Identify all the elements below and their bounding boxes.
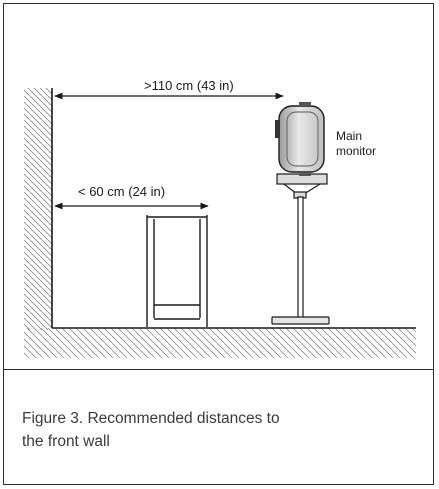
main-monitor-speaker	[275, 102, 325, 176]
caption-line-2: the front wall	[22, 433, 110, 450]
far-distance-label: >110 cm (43 in)	[144, 78, 234, 93]
speaker-stand	[271, 173, 330, 325]
caption-divider	[3, 369, 434, 370]
monitor-label-line1: Main	[336, 129, 362, 143]
monitor-label-line2: monitor	[336, 144, 376, 158]
figure-caption: Figure 3. Recommended distances to the f…	[22, 407, 362, 453]
wall-hatch	[24, 88, 52, 330]
low-stand	[146, 215, 208, 327]
caption-line-1: Figure 3. Recommended distances to	[22, 410, 280, 427]
figure-frame	[3, 3, 434, 485]
floor-hatch	[24, 328, 416, 358]
near-distance-label: < 60 cm (24 in)	[78, 184, 165, 199]
